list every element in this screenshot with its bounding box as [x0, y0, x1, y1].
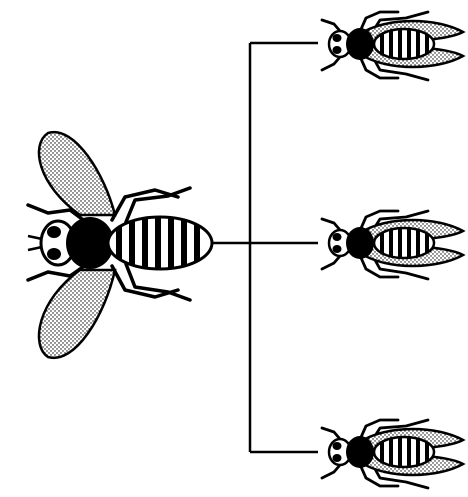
lower-wing: [39, 270, 115, 358]
offspring-fly-top-icon: [322, 12, 463, 80]
parent-fly-icon: [28, 132, 212, 358]
branch-connector: [212, 43, 318, 452]
upper-wing: [39, 132, 115, 215]
offspring-fly-bottom-icon: [322, 420, 463, 488]
offspring-fly-middle-icon: [322, 211, 463, 279]
